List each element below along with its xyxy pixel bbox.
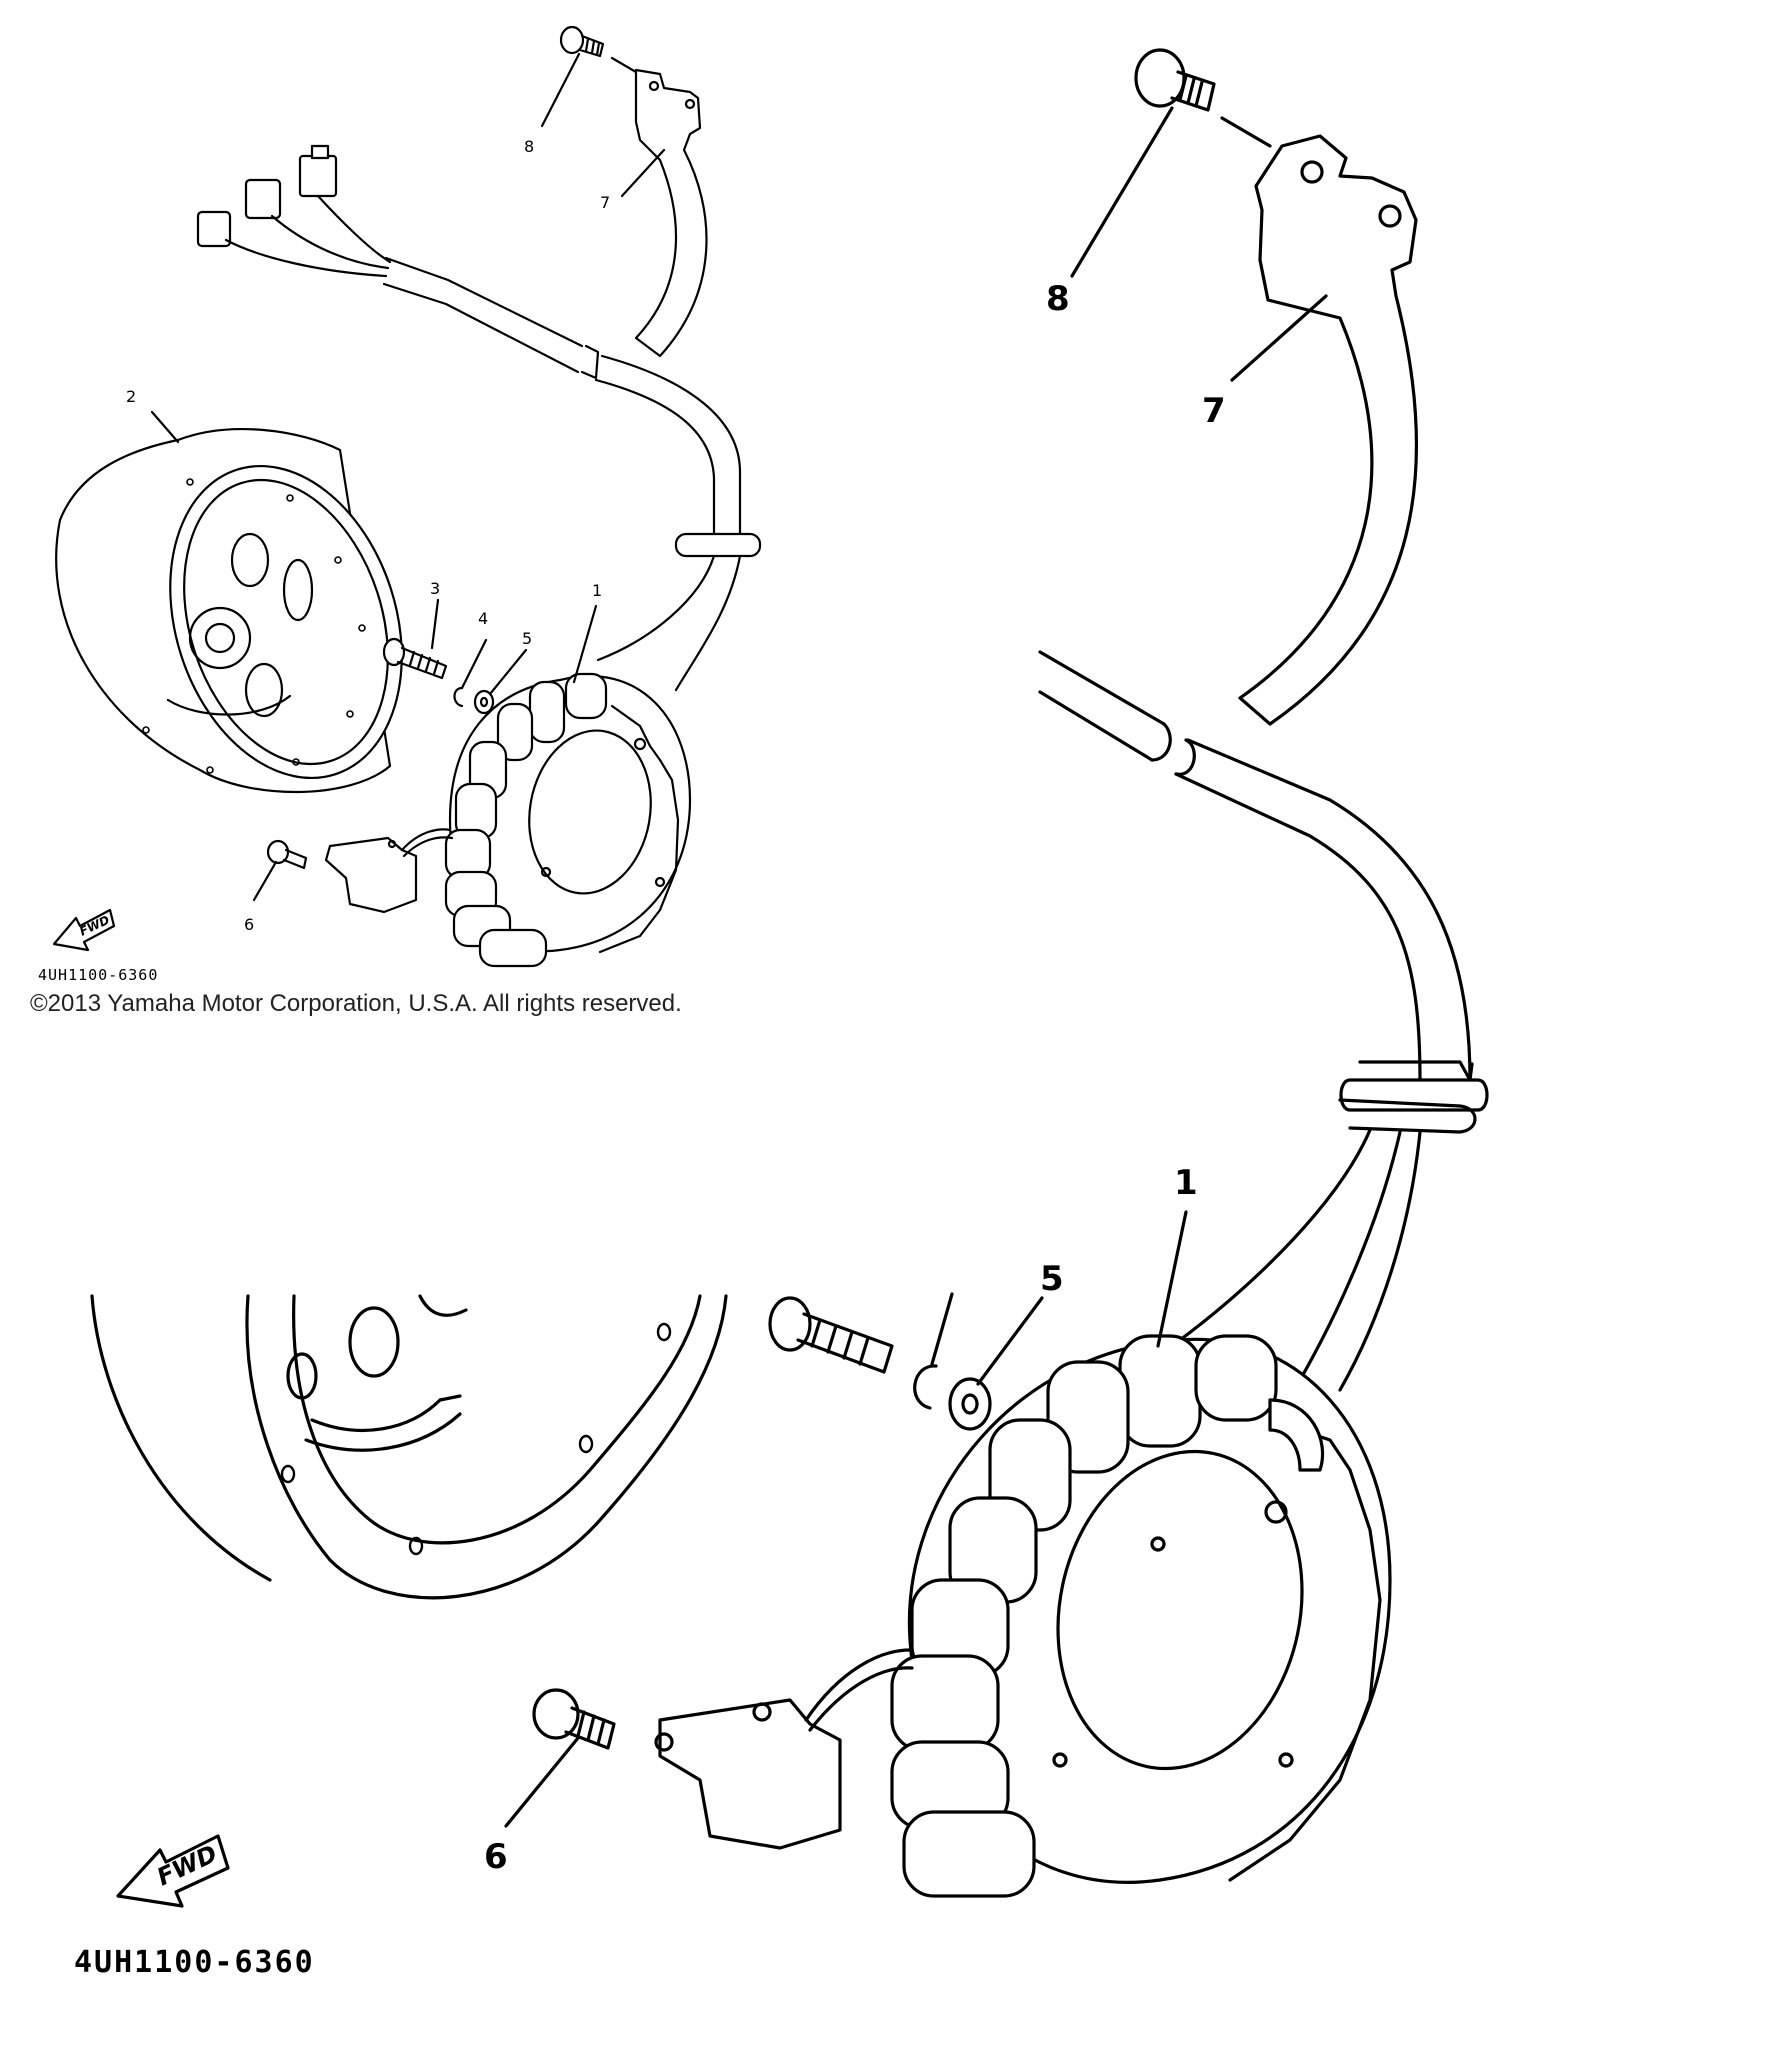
part-2-rotor [55, 428, 403, 794]
callout-4: 4 [478, 609, 488, 628]
copyright-notice: ©2013 Yamaha Motor Corporation, U.S.A. A… [30, 990, 682, 1017]
detail-part-3-bolt [768, 1296, 894, 1374]
wire-harness [382, 256, 762, 692]
part-5-washer [473, 689, 495, 715]
part-1-stator [444, 672, 692, 968]
overview-part-code: 4UH1100-6360 [38, 966, 158, 984]
overview-diagram: 8 7 2 3 4 5 1 6 FWD 4UH1100-6360 [38, 25, 762, 984]
detail-diagram: 8 7 1 5 6 FWD 4UH1100-6360 [74, 48, 1489, 1980]
detail-leaders [504, 106, 1328, 1828]
detail-part-code: 4UH1100-6360 [74, 1945, 315, 1980]
fwd-arrow-small: FWD [52, 908, 116, 952]
part-6-screw [266, 839, 308, 870]
callout-5: 5 [522, 629, 532, 648]
detail-wire-harness [1038, 650, 1489, 1392]
part-7-guide [634, 68, 708, 358]
overview-leaders [150, 52, 666, 902]
callout-6: 6 [244, 915, 254, 934]
callout-1: 1 [592, 581, 602, 600]
detail-callout-7: 7 [1202, 391, 1226, 431]
fwd-arrow-large: FWD [116, 1834, 230, 1908]
detail-part-6-screw [532, 1688, 616, 1750]
detail-callout-5: 5 [1040, 1259, 1064, 1299]
pickup-coil [324, 828, 454, 914]
detail-callout-8: 8 [1046, 279, 1070, 319]
detail-part-4-lock-washer [913, 1364, 938, 1410]
callout-8: 8 [524, 137, 534, 156]
detail-part-2-rotor [90, 1294, 728, 1600]
callout-2: 2 [126, 387, 136, 406]
part-3-bolt [382, 637, 448, 680]
detail-pickup-coil [654, 1648, 914, 1850]
detail-callout-6: 6 [484, 1837, 508, 1877]
detail-leader-8-7 [1220, 116, 1272, 148]
detail-part-5-washer [948, 1377, 992, 1431]
leader-8-7 [610, 56, 638, 74]
callout-7: 7 [600, 193, 610, 212]
detail-callout-1: 1 [1174, 1163, 1198, 1203]
part-8-bolt [559, 25, 605, 58]
detail-part-8-bolt [1134, 48, 1216, 112]
detail-part-7-guide [1238, 134, 1419, 726]
detail-part-1-stator [890, 1334, 1392, 1898]
callout-3: 3 [430, 579, 440, 598]
part-4-lock-washer [453, 686, 464, 708]
connector-plugs [196, 144, 392, 278]
